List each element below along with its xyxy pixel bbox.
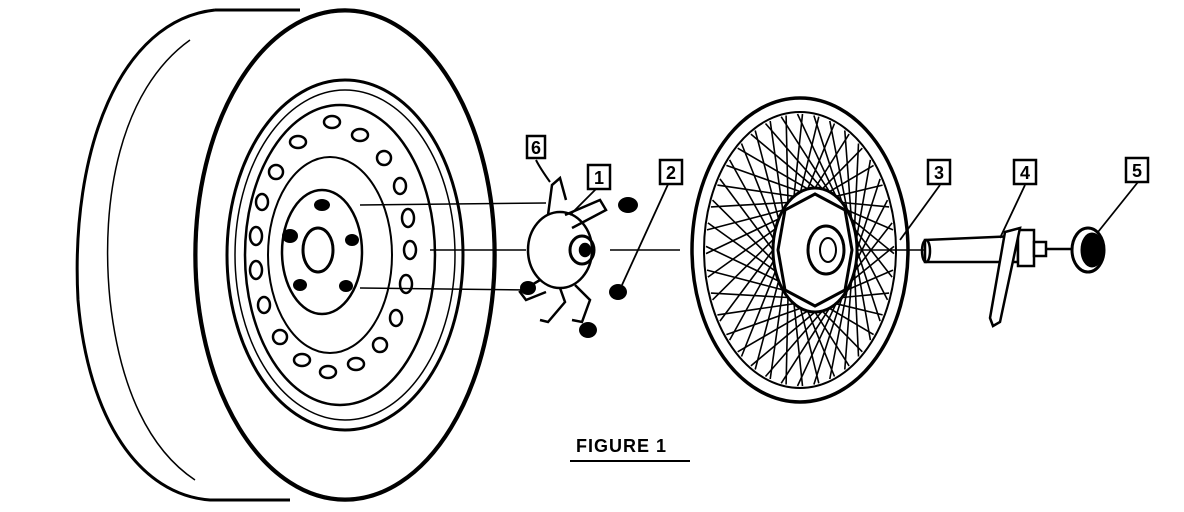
spoke [780,116,831,193]
center-bore [301,226,335,274]
adapter-spider [518,175,608,324]
spoke [769,120,784,211]
callout-6-label: 6 [531,138,541,158]
spoke [793,303,804,387]
callout-5: 5 [1124,156,1150,184]
spoke [707,228,776,278]
tire-sidewall-outer [193,8,497,502]
hub-studs [282,199,359,292]
spoke [813,297,843,385]
spoke [717,184,795,198]
callout-4: 4 [1012,158,1038,186]
spoke [846,269,894,291]
callout-1: 1 [586,163,612,191]
spoke [835,302,883,316]
rim-face [243,103,437,407]
spoke [853,222,893,272]
spoke [829,120,848,211]
spoke [814,311,850,367]
lock-cap [1070,226,1106,274]
spoke [829,289,848,380]
spoke [711,238,775,301]
spoke [705,218,779,255]
rim-outer-lip [225,78,465,432]
spoke [706,209,784,231]
spoke [785,297,789,385]
spoke [750,133,816,189]
spoke [850,245,895,282]
spoke [796,113,837,197]
spoke [813,115,843,203]
spoke [855,159,872,240]
spoke [799,308,820,384]
callout-5-label: 5 [1132,161,1142,181]
tire-sidewall-shadow [196,11,494,499]
spoke [740,270,777,357]
spoke [754,280,780,370]
steel-rim [225,78,465,432]
rim-hub-ring [267,156,393,354]
spoke [844,130,853,220]
spoke [844,280,853,370]
wire-wheel-cover [690,96,910,404]
spoke [728,260,775,341]
spoke [853,143,860,229]
spoke [828,307,875,336]
spoke [726,164,801,193]
spoke [841,292,890,299]
spoke [737,147,809,190]
callout-6: 6 [525,134,547,160]
lug-nuts [520,197,638,338]
spoke [728,159,775,240]
spoke [710,292,789,299]
valve-stem [535,159,551,183]
callout-2: 2 [658,158,684,186]
leader-lines [569,179,1139,286]
spoke [853,228,893,278]
spoke [711,199,775,262]
lock-bolt [920,226,1072,328]
spoke [710,201,789,208]
spoke [740,143,777,230]
spoke [841,201,890,208]
spoke [764,122,823,190]
spoke [855,238,889,301]
tire [75,8,497,502]
callout-1-label: 1 [594,168,604,188]
knock-off-spinner [776,192,854,308]
spoke [785,115,789,203]
callout-2-label: 2 [666,163,676,183]
callout-3-label: 3 [934,163,944,183]
spoke [719,249,774,322]
spoke [719,178,774,251]
alignment-lines [359,202,925,291]
hub-face [280,188,364,316]
spoke [853,271,860,357]
tire-back-edge [75,8,290,502]
rim-vent-holes [248,114,418,380]
spoke [821,310,863,353]
spoke [764,310,823,378]
figure-caption: FIGURE 1 [576,436,667,456]
spoke [806,310,836,377]
cover-spokes [705,113,895,387]
cover-outer-ring [690,96,910,404]
callout-4-label: 4 [1020,163,1030,183]
spoke [754,130,780,220]
spoke [769,289,784,380]
callout-3: 3 [926,158,952,186]
spoke [707,222,776,272]
